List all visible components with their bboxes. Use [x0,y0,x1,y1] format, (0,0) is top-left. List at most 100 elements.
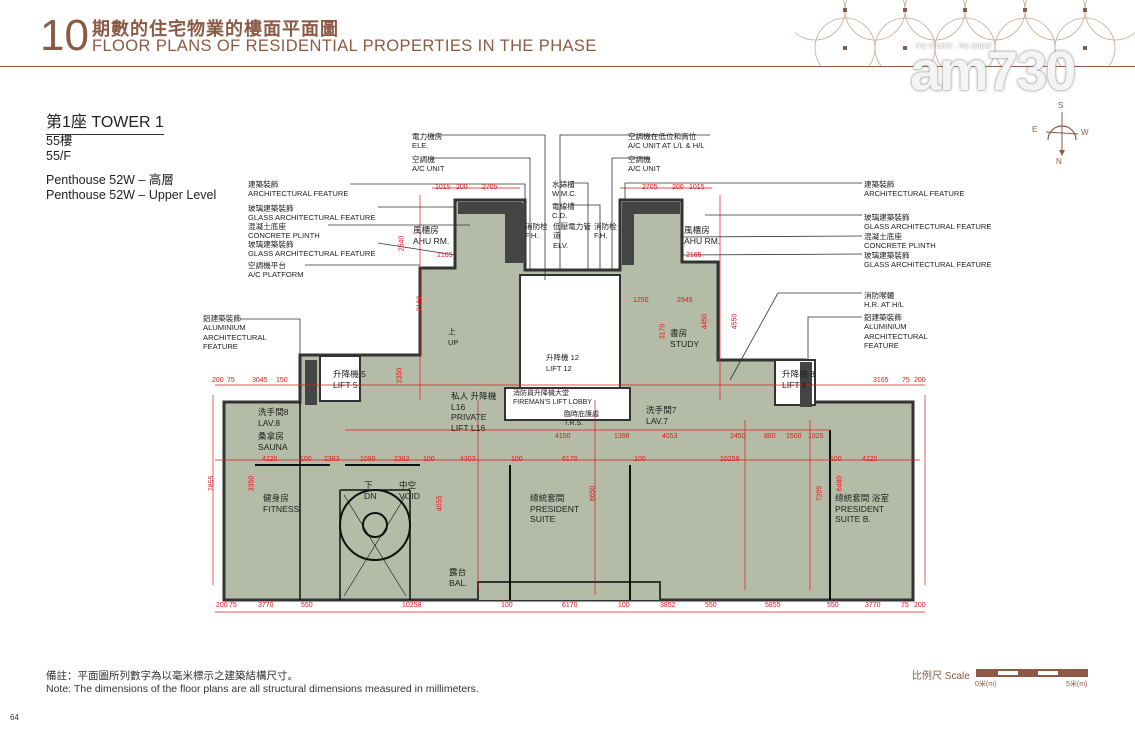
circle-pattern-decoration [795,0,1135,66]
dim-row2: 10258 [720,456,740,463]
dim-bottom: 3770 [865,602,881,609]
dim-top: 1015 [435,184,451,191]
note-en: Note: The dimensions of the floor plans … [46,683,479,695]
dim-top: 2705 [642,184,658,191]
note-zh: 備註：平面圖所列數字為以毫米標示之建築結構尺寸。 [46,670,298,682]
dim-bottom: 200 [216,602,228,609]
dim-row1: 3045 [252,377,268,384]
dim-top: 1250 [633,297,649,304]
scale-bar [976,669,1088,677]
dim-bottom: 75 [901,602,909,609]
dim-mid: 1500 [786,433,802,440]
compass-n: N [1056,157,1062,166]
dim-top: 2705 [482,184,498,191]
compass-w: W [1081,128,1089,137]
dim-vert: 2350 [396,367,404,384]
dim-bottom: 10258 [402,602,422,609]
dim-bottom: 550 [301,602,313,609]
dim-row2: 4303 [460,456,476,463]
dim-row2: 1090 [360,456,376,463]
dim-vert: 6650 [589,485,597,502]
dim-bottom: 550 [827,602,839,609]
dim-vert: 7855 [208,475,216,492]
watermark-tagline: my choice . my paper [916,41,993,50]
dim-mid: 1025 [808,433,824,440]
dim-mid: 880 [764,433,776,440]
dim-row2: 100 [300,456,312,463]
dim-row2: 6170 [562,456,578,463]
lift-core [519,274,621,404]
compass-s: S [1058,101,1064,110]
lift-5-shaft [319,355,361,402]
dim-vert: 4450 [701,313,709,330]
compass-e: E [1032,125,1038,134]
floor-zh: 55樓 [46,134,73,148]
balcony [477,581,661,600]
dim-row1: 150 [276,377,288,384]
section-title-en: FLOOR PLANS OF RESIDENTIAL PROPERTIES IN… [92,37,597,55]
dim-mid: 4053 [662,433,678,440]
dim-top: 2165 [437,252,453,259]
dim-top: 2165 [686,252,702,259]
watermark-logo: am730 [910,39,1076,102]
dim-bottom: 100 [618,602,630,609]
dim-right-top: 3165 [873,377,889,384]
dim-row2: 2382 [394,456,410,463]
dim-row2: 100 [830,456,842,463]
dim-vert: 2540 [398,235,406,252]
dim-bottom: 75 [229,602,237,609]
unit-zh: Penthouse 52W – 高層 [46,173,174,187]
scale-label: 比例尺 Scale [912,671,970,682]
dim-bottom: 100 [501,602,513,609]
dim-bottom: 5855 [765,602,781,609]
scale-start: 0米(m) [975,681,997,688]
dim-row2: 100 [634,456,646,463]
dim-row2: 4220 [862,456,878,463]
dim-row1: 75 [227,377,235,384]
dim-row2: 100 [511,456,523,463]
dim-right-top: 75 [902,377,910,384]
section-title-zh: 期數的住宅物業的樓面平面圖 [92,19,339,40]
dim-vert: 3170 [659,323,667,340]
dim-mid: 1398 [614,433,630,440]
fireman-lobby [504,387,631,421]
dim-bottom: 3852 [660,602,676,609]
dim-row2: 100 [423,456,435,463]
dim-top: 200 [672,184,684,191]
dim-mid: 4150 [555,433,571,440]
dim-row1: 200 [212,377,224,384]
compass-icon [1045,112,1079,156]
unit-en: Penthouse 52W – Upper Level [46,188,217,202]
